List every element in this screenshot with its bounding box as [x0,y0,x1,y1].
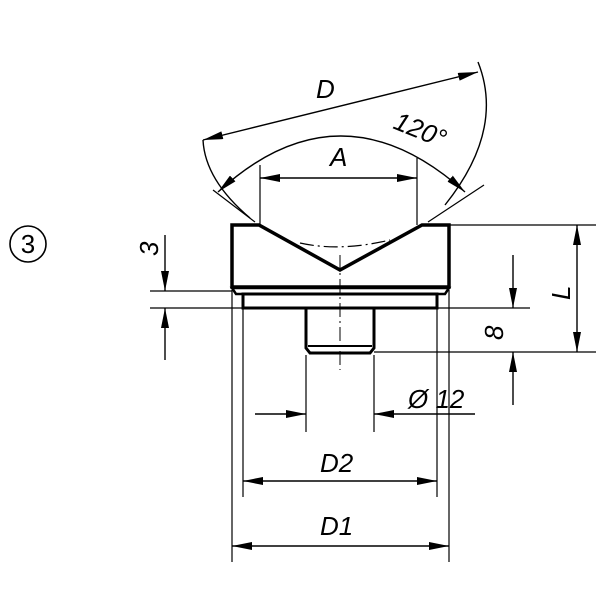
label-d2: D2 [320,448,354,478]
view-marker-label: 3 [21,229,35,259]
label-angle: 120° [390,106,451,154]
dimension-lines [161,61,581,550]
label-d: D [316,74,335,104]
extension-lines [150,158,596,562]
label-8: 8 [479,325,509,340]
label-3: 3 [134,241,164,256]
dim-d-arc-right [444,61,488,206]
dim-d-arc-left [202,139,251,219]
dim-d-line [202,71,479,141]
label-dia-12: Ø 12 [407,384,465,414]
part-body [229,223,452,370]
label-a: A [328,142,347,172]
dim-angle-arc [217,135,466,193]
label-d1: D1 [320,511,353,541]
label-l: L [546,286,576,300]
view-marker: 3 [9,225,47,263]
